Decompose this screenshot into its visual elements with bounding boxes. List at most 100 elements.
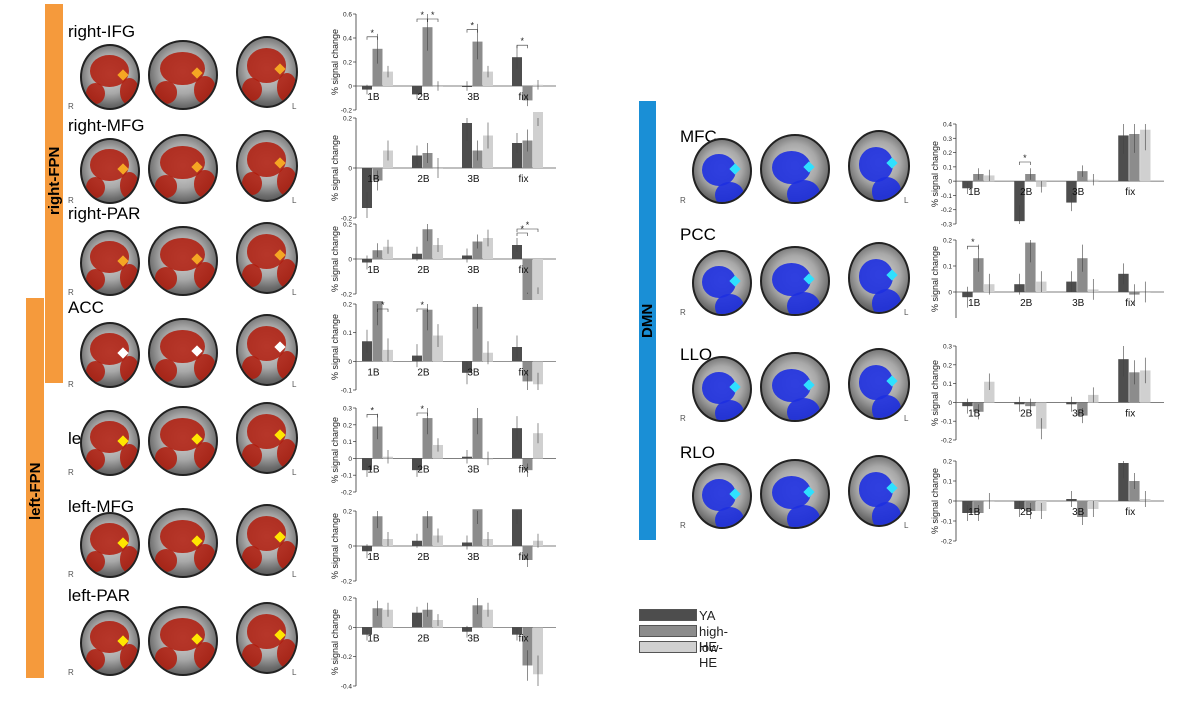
dmn-label: DMN	[639, 303, 656, 338]
y-tick-label: 0	[348, 544, 352, 551]
y-tick-label: -0.2	[941, 539, 953, 546]
bar-high-he	[1129, 481, 1140, 501]
y-tick-label: 0.3	[343, 406, 352, 413]
bar-high-he	[472, 241, 483, 259]
y-tick-label: -0.4	[341, 684, 353, 691]
y-tick-label: -0.2	[341, 292, 353, 299]
y-axis-label: % signal change	[330, 513, 340, 579]
activation-blob	[786, 180, 821, 202]
bar-ya	[512, 57, 522, 86]
legend-swatch-low-he	[639, 641, 697, 653]
y-tick-label: 0.2	[343, 422, 352, 429]
y-tick-label: 0	[948, 179, 952, 186]
region-label-pcc: PCC	[680, 225, 716, 244]
category-label: 1B	[367, 633, 380, 644]
significance-bracket	[377, 308, 389, 312]
activation-blob	[277, 351, 296, 381]
y-tick-label: 0.1	[343, 439, 352, 446]
y-tick-label: -0.1	[941, 519, 953, 526]
activation-blob	[119, 644, 138, 671]
legend-swatch-high-he	[639, 625, 697, 637]
bar-low-he	[1140, 370, 1151, 403]
activation-blob	[119, 264, 138, 291]
y-tick-label: 0.2	[343, 222, 352, 229]
orientation-l: L	[292, 570, 297, 579]
activation-blob	[871, 502, 902, 525]
brain-axial-acc	[236, 314, 298, 386]
activation-blob	[715, 399, 744, 420]
significance-bracket	[466, 29, 478, 33]
region-label-right-mfg: right-MFG	[68, 116, 145, 135]
y-axis-label: % signal change	[930, 246, 940, 312]
brain-sagittal-rlo	[760, 459, 830, 529]
bar-low-he	[483, 238, 493, 259]
orientation-l: L	[292, 668, 297, 677]
y-tick-label: 0.1	[943, 164, 952, 171]
orientation-r: R	[68, 102, 74, 111]
bar-ya	[412, 612, 422, 628]
region-label-right-ifg: right-IFG	[68, 22, 136, 41]
category-label: 2B	[417, 174, 430, 185]
y-tick-label: 0	[348, 359, 352, 366]
orientation-l: L	[904, 196, 909, 205]
y-tick-label: -0.1	[941, 419, 953, 426]
category-label: fix	[1125, 507, 1135, 518]
activation-blob	[154, 647, 178, 670]
bar-low-he	[383, 609, 393, 628]
bar-high-he	[372, 516, 383, 546]
activation-blob	[119, 78, 138, 105]
left-fpn-label: left-FPN	[27, 462, 44, 521]
category-label: 1B	[968, 507, 981, 518]
brain-sagittal-mfc	[760, 134, 830, 204]
category-label: 3B	[467, 92, 480, 103]
activation-blob	[242, 644, 263, 668]
y-tick-label: 0	[348, 166, 352, 173]
activation-blob	[154, 267, 178, 290]
bar-ya	[512, 143, 522, 168]
bar-high-he	[1077, 258, 1088, 292]
category-label: 3B	[1072, 507, 1085, 518]
y-axis-label: % signal change	[330, 314, 340, 380]
category-label: 2B	[417, 367, 430, 378]
bar-low-he	[1036, 402, 1047, 429]
activation-blob	[194, 544, 216, 573]
bar-ya	[362, 168, 372, 208]
bar-ya	[512, 428, 522, 459]
activation-blob	[242, 264, 263, 288]
activation-blob	[119, 546, 138, 573]
brain-axial-right-mfg	[236, 130, 298, 202]
activation-blob	[786, 505, 821, 527]
region-label-rlo: RLO	[680, 443, 715, 462]
brain-coronal-llo	[692, 356, 752, 422]
y-tick-label: 0.2	[343, 509, 352, 516]
category-label: fix	[519, 633, 529, 644]
brain-sagittal-left-mfg	[148, 508, 218, 578]
orientation-l: L	[292, 102, 297, 111]
legend-label-high-he: high-HE	[699, 624, 728, 654]
bar-low-he	[483, 609, 493, 628]
category-label: 3B	[1072, 187, 1085, 198]
orientation-r: R	[680, 521, 686, 530]
brain-sagittal-pcc	[760, 246, 830, 316]
activation-blob	[715, 506, 744, 527]
bar-high-he	[422, 609, 433, 628]
bar-high-he	[472, 306, 483, 362]
bar-low-he	[533, 361, 543, 385]
bar-low-he	[483, 71, 493, 86]
brain-sagittal-left-ifg	[148, 406, 218, 476]
category-label: 2B	[417, 552, 430, 563]
brain-axial-left-mfg	[236, 504, 298, 576]
category-label: 2B	[1020, 298, 1033, 309]
significance-star: *	[971, 237, 975, 247]
activation-blob	[119, 444, 138, 471]
activation-blob	[242, 444, 263, 468]
brain-axial-pcc	[848, 242, 910, 314]
activation-blob	[242, 78, 263, 102]
category-label: 3B	[467, 552, 480, 563]
brain-coronal-left-mfg	[80, 512, 140, 578]
